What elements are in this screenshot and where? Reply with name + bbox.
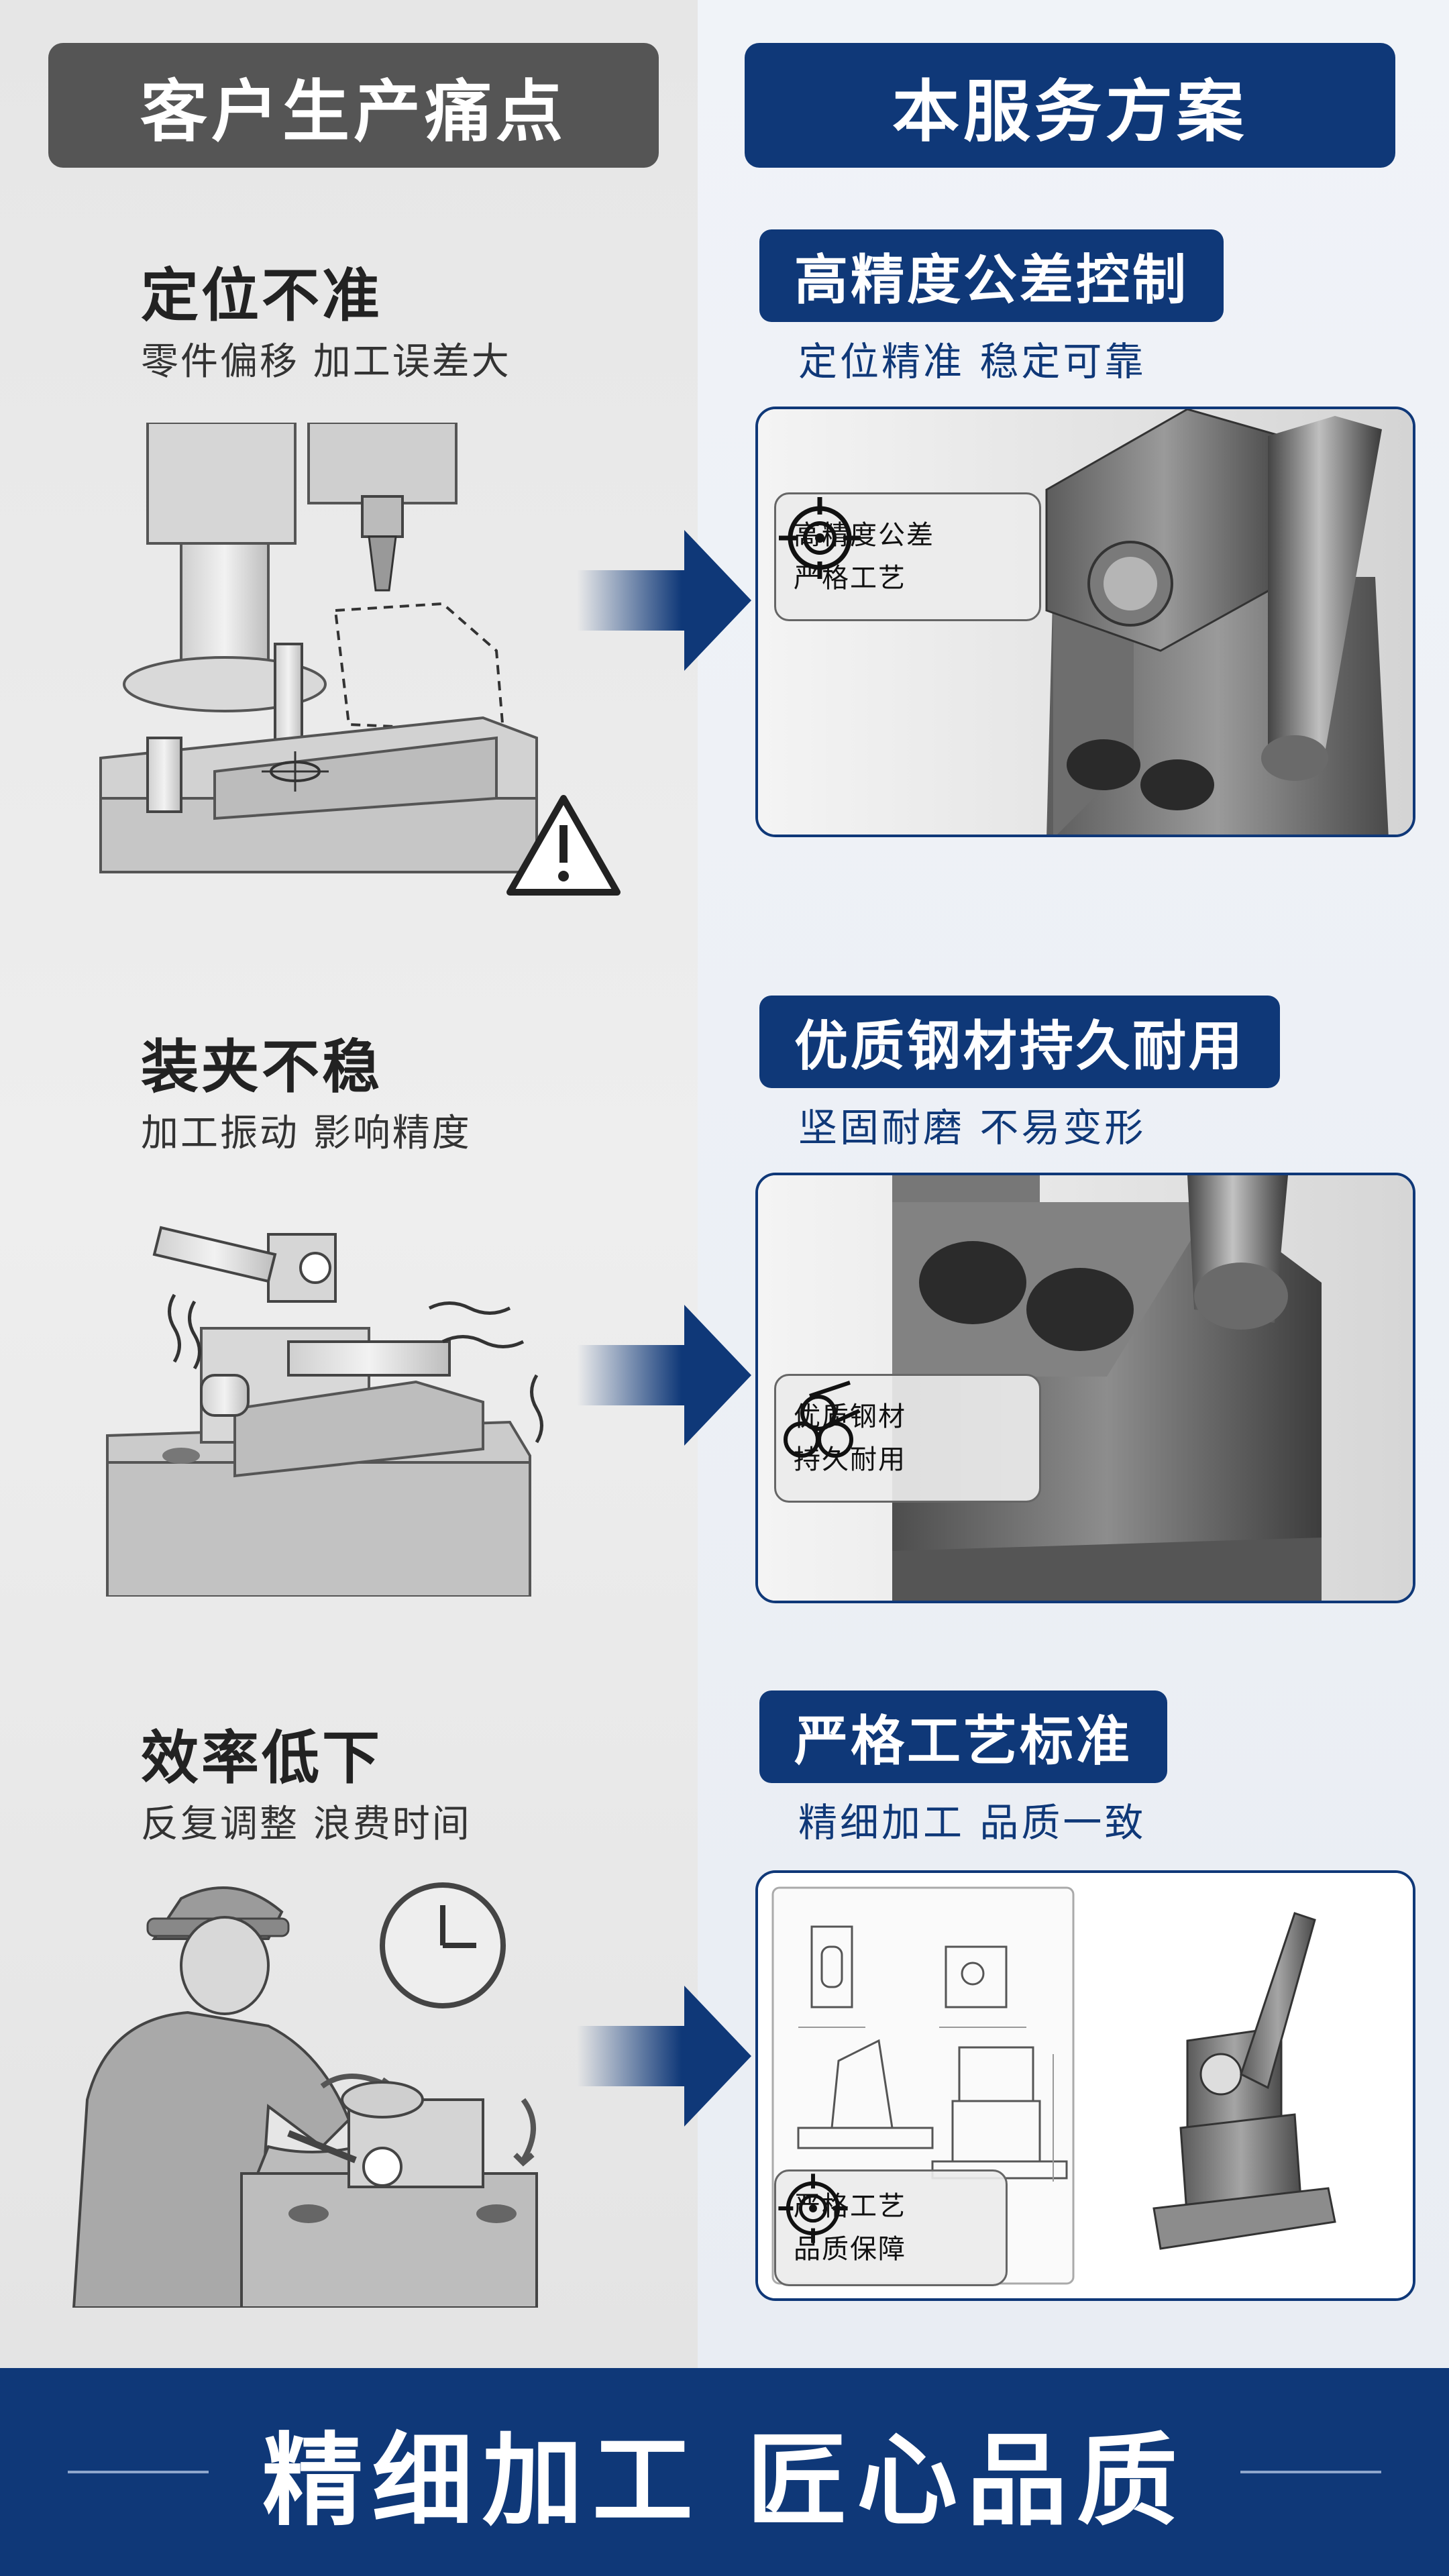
steel-bars-icon [784, 1381, 861, 1458]
target-icon [779, 497, 861, 579]
process-callout: 严格工艺 品质保障 [774, 2169, 1008, 2286]
pain-title-positioning: 定位不准 [141, 262, 382, 329]
arrow-right-icon [577, 530, 751, 671]
solution-tag-process: 严格工艺标准 [759, 1690, 1167, 1783]
pain-title-clamping: 装夹不稳 [141, 1034, 382, 1101]
solution-subtitle-precision: 定位精准 稳定可靠 [798, 339, 1146, 384]
steel-callout: 优质钢材 持久耐用 [774, 1374, 1041, 1503]
warning-icon [506, 795, 621, 896]
steel-block-photo: 优质钢材 持久耐用 [755, 1173, 1415, 1603]
vibrating-clamp-illustration [106, 1226, 543, 1597]
footer-divider-right [1240, 2471, 1382, 2473]
solution-subtitle-steel: 坚固耐磨 不易变形 [798, 1105, 1146, 1150]
target-icon [778, 2174, 848, 2243]
footer-banner: 精细加工 匠心品质 [0, 2368, 1449, 2576]
solution-tag-precision: 高精度公差控制 [759, 229, 1224, 322]
arrow-right-icon [577, 1305, 751, 1446]
solution-tag-steel: 优质钢材持久耐用 [759, 996, 1280, 1088]
clamp-closeup-photo: 高精度公差 严格工艺 [755, 407, 1415, 837]
pain-title-efficiency: 效率低下 [141, 1725, 382, 1792]
pain-subtitle-positioning: 零件偏移 加工误差大 [141, 340, 511, 384]
worker-adjusting-illustration [72, 1882, 538, 2308]
pain-subtitle-clamping: 加工振动 影响精度 [141, 1112, 472, 1155]
footer-divider-left [67, 2471, 209, 2473]
footer-slogan: 精细加工 匠心品质 [262, 2422, 1187, 2540]
drill-misalignment-illustration [99, 423, 621, 896]
pain-column-background [0, 0, 698, 2368]
pain-subtitle-efficiency: 反复调整 浪费时间 [141, 1803, 472, 1846]
solution-subtitle-process: 精细加工 品质一致 [798, 1800, 1146, 1845]
pain-points-header: 客户生产痛点 [48, 43, 659, 168]
clock-icon [380, 1882, 506, 2008]
solutions-header: 本服务方案 [745, 43, 1395, 168]
arrow-right-icon [577, 1986, 751, 2127]
drawing-and-product-photo: 严格工艺 品质保障 [755, 1870, 1415, 2301]
precision-callout: 高精度公差 严格工艺 [774, 492, 1041, 621]
